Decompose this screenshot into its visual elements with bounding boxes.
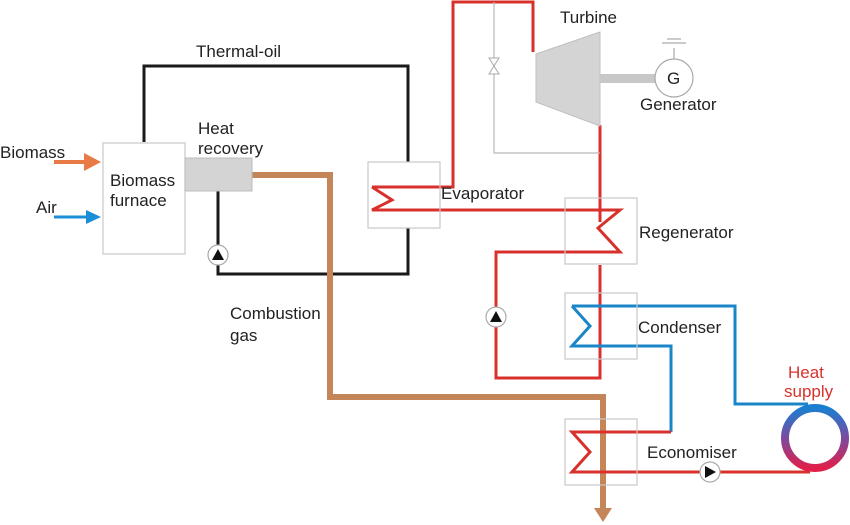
evaporator-box[interactable] <box>367 161 441 229</box>
condenser-box[interactable] <box>564 292 638 360</box>
turbine-label: Turbine <box>560 8 617 27</box>
thermal-oil-pump-icon[interactable] <box>207 244 229 266</box>
heat-supply-label-2: supply <box>784 382 834 401</box>
regenerator-box[interactable] <box>564 197 638 265</box>
turbine-shaft <box>600 74 656 83</box>
orc-pump-icon[interactable] <box>485 306 507 328</box>
biomass-label: Biomass <box>0 143 65 162</box>
thermal-oil-loop <box>142 64 410 276</box>
generator[interactable]: G <box>654 38 694 98</box>
thermal-oil-supply-pipe <box>142 64 410 162</box>
regenerator-label: Regenerator <box>639 223 734 242</box>
evaporator-label: Evaporator <box>441 184 524 203</box>
combustion-gas-pipe <box>252 172 606 510</box>
thermal-oil-return-pipe <box>216 190 410 276</box>
biomass-inlet-arrow-icon <box>54 153 101 171</box>
heat-recovery-label-1: Heat <box>198 119 234 138</box>
economiser-label: Economiser <box>647 443 737 462</box>
bypass-valve-icon[interactable] <box>488 57 500 75</box>
thermal-oil-label: Thermal-oil <box>196 42 281 61</box>
economiser-box[interactable] <box>564 418 638 486</box>
orc-hot-vapour-pipe <box>372 0 535 189</box>
condenser-label: Condenser <box>638 318 722 337</box>
combustion-gas-label-1: Combustion <box>230 304 321 323</box>
generator-symbol: G <box>667 69 680 88</box>
furnace-label-1: Biomass <box>110 171 175 190</box>
economiser-water-pipe <box>568 430 810 474</box>
condenser-water-pipe <box>568 304 673 432</box>
heat-recovery-unit[interactable] <box>184 157 253 192</box>
water-supply-pipe <box>572 304 808 406</box>
biomass-furnace[interactable]: Biomass furnace <box>102 142 186 255</box>
air-inlet-arrow-icon <box>54 210 101 224</box>
turbine-bypass-line <box>493 2 600 154</box>
heat-recovery-label-2: recovery <box>198 139 264 158</box>
heat-supply-consumer-icon[interactable] <box>781 404 849 472</box>
generator-label: Generator <box>640 95 717 114</box>
heat-supply-label-1: Heat <box>788 363 824 382</box>
furnace-label-2: furnace <box>110 191 167 210</box>
turbine[interactable] <box>535 31 601 127</box>
water-pump-icon[interactable] <box>699 461 721 483</box>
combustion-gas-label-2: gas <box>230 326 257 345</box>
exhaust-arrow-icon <box>594 508 612 522</box>
orc-liquid-pipe <box>371 185 625 380</box>
orc-loop <box>371 0 625 380</box>
air-label: Air <box>36 198 57 217</box>
